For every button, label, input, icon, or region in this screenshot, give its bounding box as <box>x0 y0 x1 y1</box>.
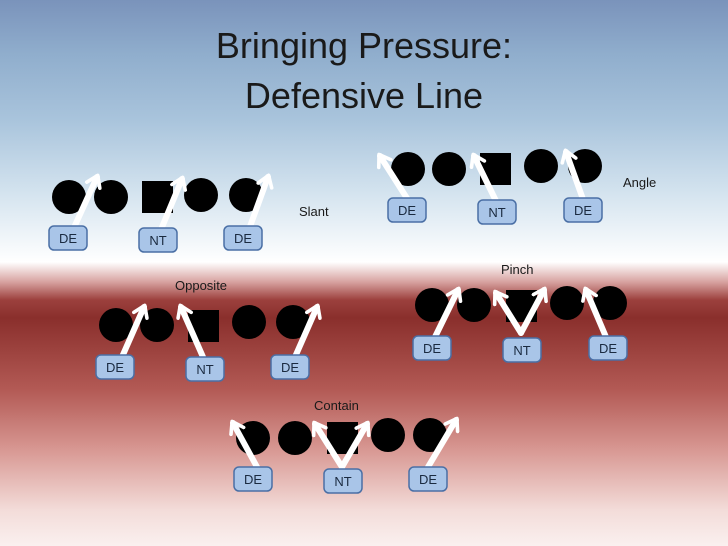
svg-text:DE: DE <box>234 231 252 246</box>
offensive-player <box>232 305 266 339</box>
svg-text:DE: DE <box>423 341 441 356</box>
svg-text:DE: DE <box>599 341 617 356</box>
formation-contain: Contain DE NT DE <box>229 398 460 494</box>
rush-arrow <box>157 175 187 235</box>
rush-arrow <box>432 286 463 340</box>
offensive-player <box>184 178 218 212</box>
offensive-player <box>457 288 491 322</box>
formation-label-pinch: Pinch <box>501 262 534 277</box>
svg-text:DE: DE <box>281 360 299 375</box>
offensive-player <box>432 152 466 186</box>
svg-text:DE: DE <box>398 203 416 218</box>
formation-label-slant: Slant <box>299 204 329 219</box>
nose-tackle-badge: NT <box>323 468 363 494</box>
offensive-player <box>278 421 312 455</box>
offensive-player <box>593 286 627 320</box>
offensive-player <box>391 152 425 186</box>
svg-text:DE: DE <box>106 360 124 375</box>
defensive-end-badge: DE <box>387 197 427 223</box>
nose-tackle-badge: NT <box>502 337 542 363</box>
nose-tackle-badge: NT <box>138 227 178 253</box>
rush-arrow <box>311 420 345 470</box>
formation-angle: Angle DE NT DE <box>376 148 656 225</box>
svg-text:DE: DE <box>574 203 592 218</box>
rush-arrow <box>469 152 500 206</box>
rush-arrow <box>376 152 413 206</box>
rush-arrow <box>229 419 260 470</box>
rush-arrow <box>425 416 460 470</box>
rush-arrow <box>245 173 274 235</box>
offensive-player <box>99 308 133 342</box>
nose-tackle-badge: NT <box>185 356 225 382</box>
defensive-end-badge: DE <box>223 225 263 251</box>
defensive-end-badge: DE <box>95 354 135 380</box>
nose-tackle-badge: NT <box>477 199 517 225</box>
svg-text:DE: DE <box>59 231 77 246</box>
offensive-player <box>524 149 558 183</box>
rush-arrow <box>518 286 548 336</box>
offensive-player <box>276 305 310 339</box>
rush-arrow <box>560 148 587 205</box>
slide-title-line-1: Bringing Pressure: <box>215 25 513 66</box>
formation-label-angle: Angle <box>623 175 656 190</box>
formation-pinch: Pinch DE NT DE <box>412 262 628 363</box>
offensive-player <box>550 286 584 320</box>
svg-text:NT: NT <box>149 233 166 248</box>
defensive-end-badge: DE <box>588 335 628 361</box>
rush-arrow <box>492 289 524 336</box>
formation-label-contain: Contain <box>314 398 359 413</box>
svg-text:NT: NT <box>196 362 213 377</box>
defensive-end-badge: DE <box>412 335 452 361</box>
offensive-player <box>140 308 174 342</box>
rush-arrow <box>292 303 322 360</box>
defensive-end-badge: DE <box>408 466 448 492</box>
svg-text:NT: NT <box>488 205 505 220</box>
offensive-player <box>413 418 447 452</box>
defensive-end-badge: DE <box>563 197 603 223</box>
offensive-player <box>229 178 263 212</box>
offensive-player <box>371 418 405 452</box>
defensive-end-badge: DE <box>48 225 88 251</box>
rush-arrow <box>69 173 102 235</box>
formation-slant: Slant DE NT DE <box>48 173 329 253</box>
slide-title-line-2: Defensive Line <box>244 75 484 116</box>
svg-text:NT: NT <box>334 474 351 489</box>
rush-arrow <box>339 420 371 470</box>
svg-text:NT: NT <box>513 343 530 358</box>
offensive-player <box>52 180 86 214</box>
rush-arrow <box>176 303 206 360</box>
svg-text:DE: DE <box>244 472 262 487</box>
svg-text:DE: DE <box>419 472 437 487</box>
defensive-end-badge: DE <box>233 466 273 492</box>
defensive-end-badge: DE <box>270 354 310 380</box>
rush-arrow <box>119 303 149 360</box>
offensive-player <box>94 180 128 214</box>
formation-opposite: Opposite DE NT DE <box>95 278 322 382</box>
formation-label-opposite: Opposite <box>175 278 227 293</box>
offensive-player <box>415 288 449 322</box>
rush-arrow <box>581 286 609 340</box>
